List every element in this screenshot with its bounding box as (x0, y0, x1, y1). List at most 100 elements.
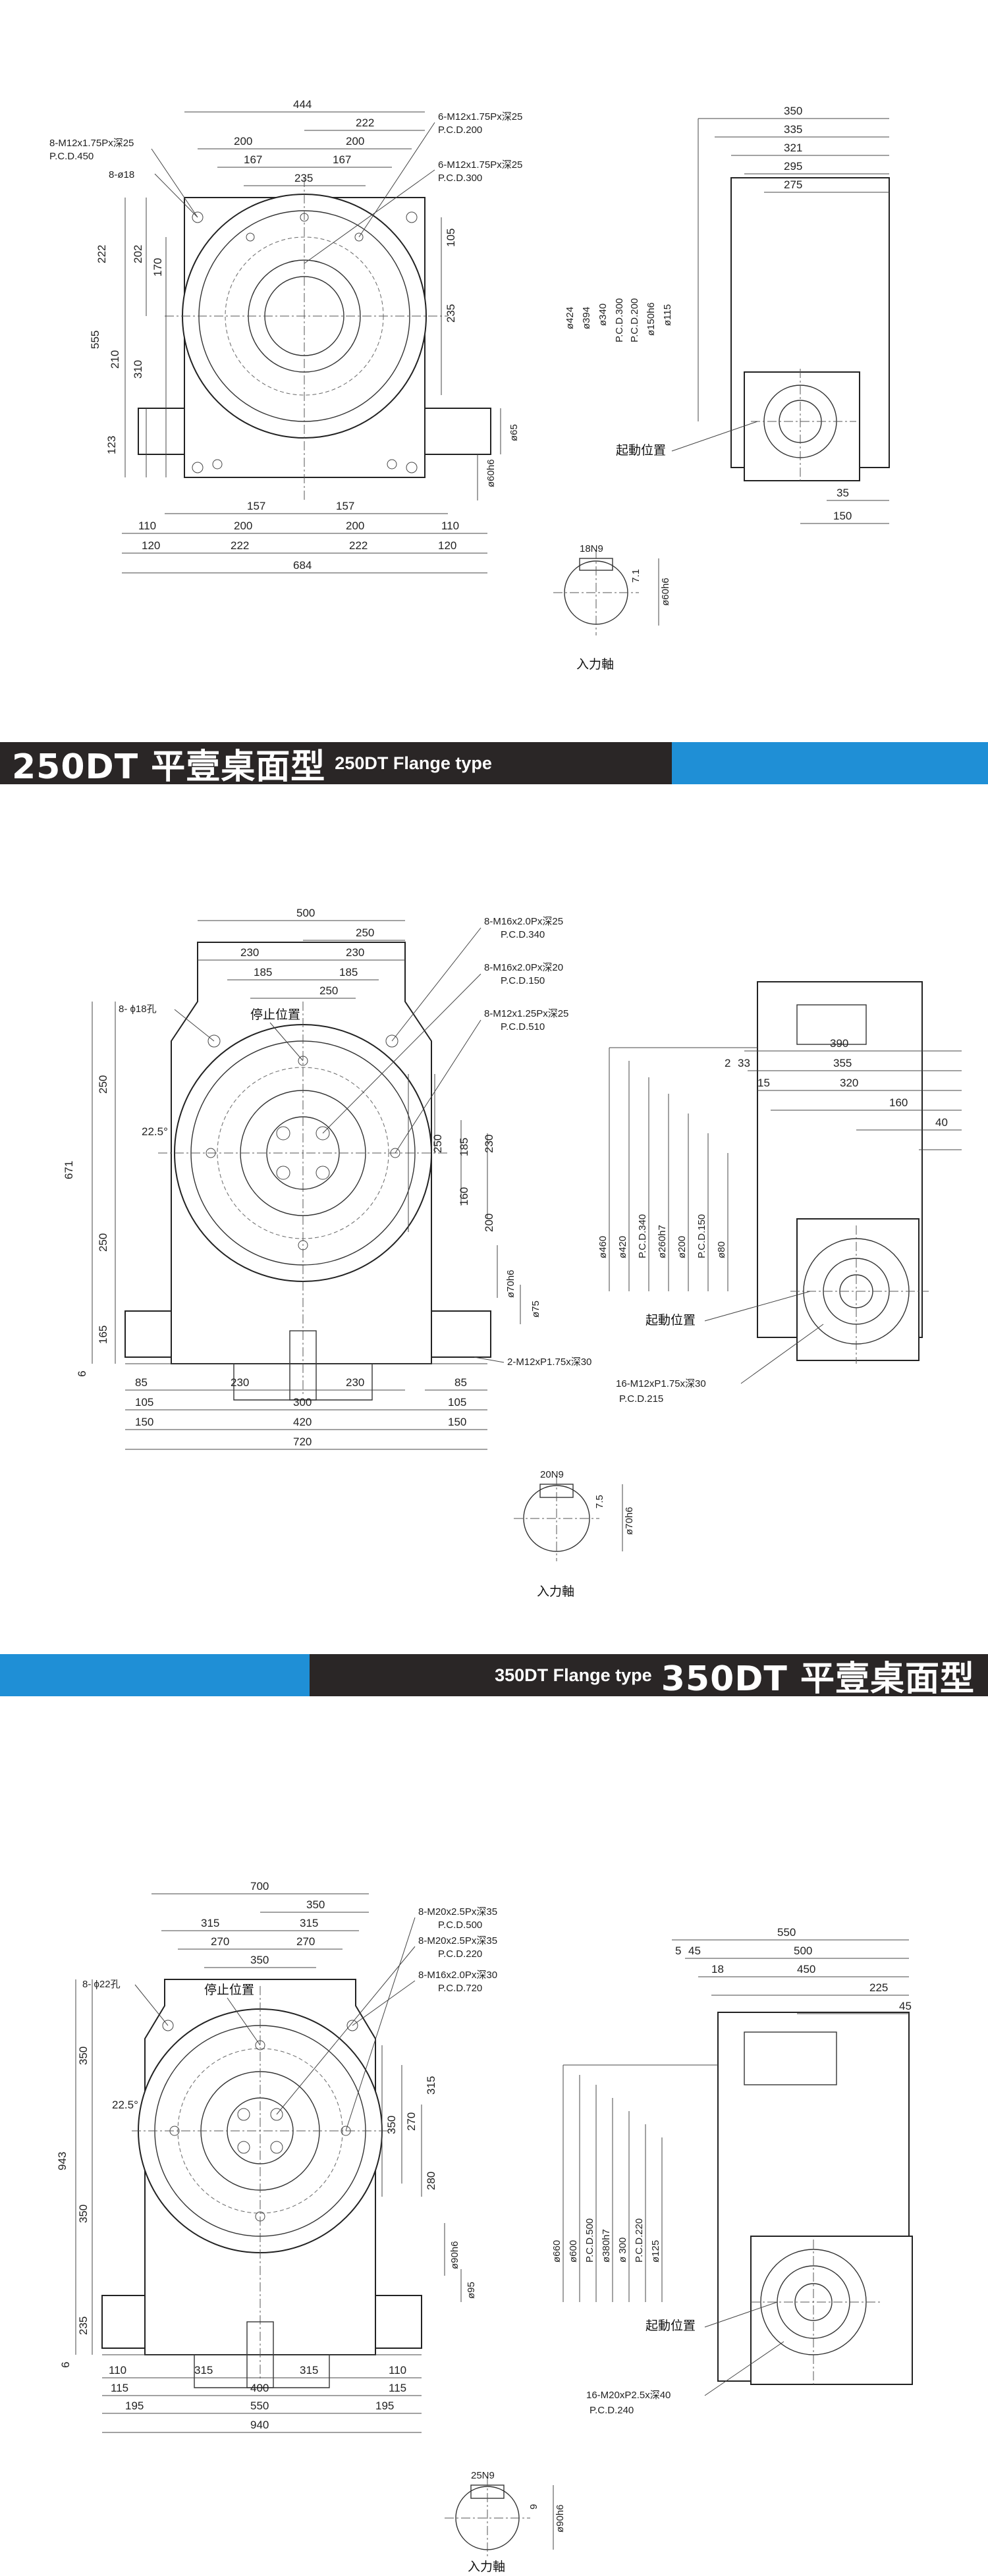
input-shaft-250: 20N9 7.5 ø70h6 入力軸 (514, 1469, 635, 1599)
note-2-m12: 2-M12xP1.75x深30 (507, 1356, 591, 1368)
dim-350-inner: 350 (250, 1954, 269, 1966)
input-shaft-350: 25N9 9 ø90h6 入力軸 (445, 2470, 566, 2574)
dim-d424: ø424 (564, 307, 576, 329)
notes-250: 8- ϕ18孔 停止位置 8-M16x2.0Px深25 P.C.D.340 8-… (119, 916, 591, 1368)
note-6-m12-1: 6-M12x1.75Px深25 (438, 111, 522, 122)
dim-105: 105 (445, 228, 457, 247)
dim-280-v: 280 (425, 2172, 437, 2190)
dim-315-left: 315 (201, 1917, 219, 1929)
dim-d340: ø340 (597, 304, 609, 326)
dim-270-v: 270 (405, 2112, 418, 2131)
dim-d200: ø200 (676, 1236, 688, 1258)
note-pcd510: P.C.D.510 (501, 1021, 545, 1033)
dim-230-v: 230 (483, 1135, 495, 1153)
dim-200-br: 200 (346, 520, 364, 532)
note-pcd215: P.C.D.215 (619, 1393, 663, 1405)
label-start-position-top: 起動位置 (616, 443, 666, 458)
banner-250dt-accent (672, 742, 988, 784)
dim-120-left: 120 (142, 539, 160, 552)
dim-235: 235 (294, 172, 313, 184)
banner-250dt-title: 250DT 平壹桌面型 (12, 747, 326, 787)
dim-pcd220-side: P.C.D.220 (634, 2218, 645, 2263)
dim-321: 321 (784, 142, 802, 154)
dim-300: 300 (293, 1396, 312, 1409)
dim-150-right: 150 (448, 1416, 466, 1428)
dim-d65: ø65 (508, 424, 520, 441)
dim-105-right: 105 (448, 1396, 466, 1409)
dim-d460: ø460 (597, 1236, 609, 1258)
dim-120-right: 120 (438, 539, 456, 552)
dim-115-left: 115 (111, 2382, 128, 2394)
dim-18: 18 (711, 1963, 724, 1975)
dim-d115: ø115 (662, 304, 673, 326)
dim-355: 355 (833, 1057, 852, 1069)
dim-d260h7: ø260h7 (657, 1225, 668, 1258)
note-8-m16-350: 8-M16x2.0Px深30 (418, 1970, 497, 1981)
note-hole-22: 8- ϕ22孔 (82, 1979, 121, 1990)
dim-pcd340-side: P.C.D.340 (637, 1214, 648, 1258)
dim-key-20n9: 20N9 (540, 1469, 564, 1480)
dim-167-left: 167 (244, 153, 262, 166)
dim-d300: ø 300 (617, 2238, 628, 2263)
dim-d75: ø75 (530, 1301, 541, 1318)
dim-185-right: 185 (339, 966, 358, 979)
dim-250-inner: 250 (319, 984, 338, 997)
note-16-m20: 16-M20xP2.5x深40 (586, 2390, 671, 2401)
note-hole-18: 8- ϕ18孔 (119, 1004, 157, 1015)
dim-150-left: 150 (135, 1416, 153, 1428)
banner-350dt: 350DT Flange type 350DT 平壹桌面型 (0, 1654, 988, 1699)
dim-671: 671 (63, 1161, 75, 1179)
dim-15: 15 (757, 1077, 770, 1089)
dim-6: 6 (76, 1371, 88, 1377)
dim-350: 350 (784, 105, 802, 117)
dim-185-v: 185 (458, 1138, 470, 1156)
dim-222-top: 222 (356, 117, 374, 129)
dim-d80: ø80 (716, 1241, 727, 1258)
drawing-top-model: 444 222 200 200 167 167 235 222 202 170 … (49, 98, 890, 672)
label-input-shaft-top: 入力軸 (576, 657, 614, 672)
dim-550-top: 550 (777, 1926, 796, 1939)
dim-222-bl: 222 (231, 539, 249, 552)
dim-450: 450 (797, 1963, 815, 1975)
dim-500: 500 (296, 907, 315, 919)
dim-295: 295 (784, 160, 802, 173)
note-pcd340: P.C.D.340 (501, 929, 545, 940)
drawing-350dt: 700 350 315 315 270 270 350 943 350 350 … (56, 1880, 913, 2574)
dim-230-br: 230 (346, 1376, 364, 1389)
banner-350dt-title: 350DT 平壹桌面型 (661, 1659, 975, 1699)
dim-165: 165 (97, 1326, 109, 1344)
dim-200-v: 200 (483, 1214, 495, 1232)
dim-pcd200-side: P.C.D.200 (629, 298, 640, 342)
dim-235-350: 235 (77, 2317, 90, 2335)
dim-105-left: 105 (135, 1396, 153, 1409)
dim-157-left: 157 (247, 500, 265, 512)
dim-35: 35 (837, 487, 849, 499)
side-view-350 (563, 1939, 913, 2385)
banner-350dt-subtitle: 350DT Flange type (495, 1665, 652, 1685)
dim-d394: ø394 (581, 307, 592, 329)
dim-d125: ø125 (650, 2240, 661, 2263)
dim-key-7-5: 7.5 (594, 1495, 605, 1509)
dim-150-side: 150 (833, 510, 852, 522)
dim-pcd150-side: P.C.D.150 (696, 1214, 707, 1258)
note-16-m12: 16-M12xP1.75x深30 (616, 1378, 706, 1389)
banner-350dt-accent (0, 1654, 310, 1696)
dim-shaft-d70h6: ø70h6 (624, 1507, 635, 1535)
dim-lines-250 (92, 920, 521, 1450)
dim-d660: ø660 (551, 2240, 563, 2263)
front-view-350 (101, 1979, 422, 2388)
dim-shaft-d90h6: ø90h6 (555, 2504, 566, 2533)
dim-2: 2 (725, 1057, 730, 1069)
dim-350-v3: 350 (385, 2116, 398, 2134)
note-8-d18: 8-ø18 (109, 169, 134, 180)
label-start-position-350: 起動位置 (645, 2319, 696, 2333)
side-view-250 (609, 981, 962, 1364)
dim-key-18n9: 18N9 (580, 543, 603, 554)
dim-lines-top (122, 111, 501, 574)
dim-315-br: 315 (300, 2364, 318, 2376)
dim-110-left: 110 (138, 520, 156, 532)
dim-210: 210 (109, 350, 121, 369)
dim-pcd500-side: P.C.D.500 (584, 2218, 595, 2263)
dim-85-left: 85 (135, 1376, 148, 1389)
